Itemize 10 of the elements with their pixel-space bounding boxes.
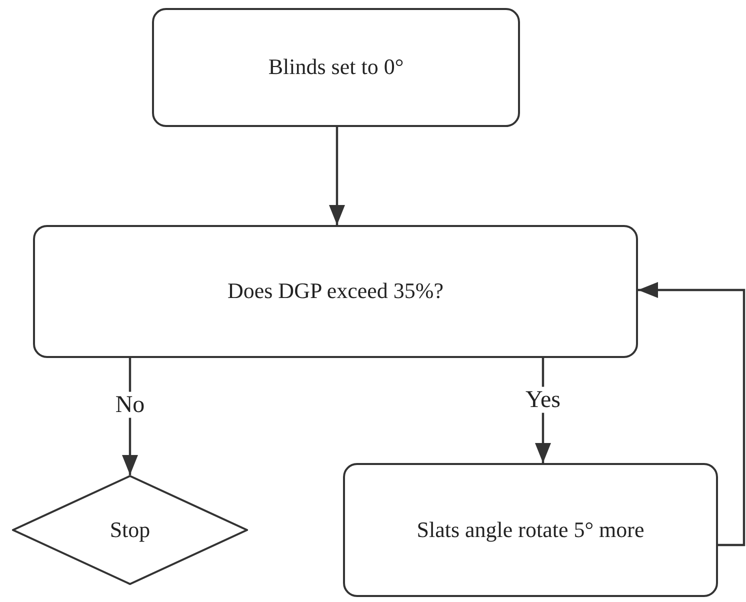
arrow [638, 282, 746, 546]
decision-diamond [12, 475, 248, 585]
process-box [343, 463, 718, 597]
node-label: Stop [108, 516, 152, 544]
process-box [152, 8, 520, 127]
process-box [33, 225, 638, 358]
arrow [329, 127, 345, 225]
node-label: Slats angle rotate 5° more [416, 516, 646, 544]
node-label: Blinds set to 0° [267, 54, 405, 81]
node-label: Does DGP exceed 35%? [226, 278, 445, 305]
